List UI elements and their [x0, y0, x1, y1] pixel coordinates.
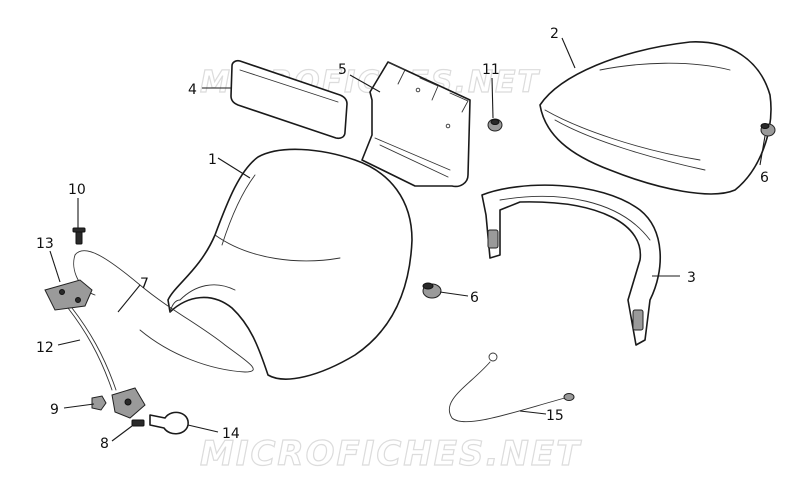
callout-4: 4	[188, 82, 197, 98]
lock-mechanism[interactable]	[44, 279, 93, 311]
passenger-seat[interactable]	[539, 41, 772, 195]
leader-lines	[49, 37, 766, 442]
nut-9[interactable]	[91, 395, 107, 411]
seat-cable[interactable]	[448, 352, 575, 423]
rubber-buffer-6-mid[interactable]	[422, 282, 442, 299]
callout-6a: 6	[760, 170, 769, 186]
callout-9: 9	[50, 402, 59, 418]
lock-cylinder[interactable]	[111, 387, 146, 419]
rubber-buffer-6-top[interactable]	[760, 123, 776, 137]
callout-3: 3	[687, 270, 696, 286]
callout-11: 11	[482, 62, 500, 78]
callout-2: 2	[550, 26, 559, 42]
callout-6b: 6	[470, 290, 479, 306]
rider-seat[interactable]	[167, 148, 413, 380]
backrest-pad[interactable]	[230, 59, 348, 140]
callout-7: 7	[140, 276, 149, 292]
lock-cable[interactable]	[67, 307, 117, 391]
watermark-bottom: MICROFICHES.NET	[200, 434, 582, 474]
callout-8: 8	[100, 436, 109, 452]
callout-5: 5	[338, 62, 347, 78]
screw-8[interactable]	[131, 419, 145, 427]
callout-1: 1	[208, 152, 217, 168]
callout-15: 15	[546, 408, 564, 424]
grab-rail[interactable]	[481, 184, 662, 346]
seat-bracket[interactable]	[361, 61, 471, 188]
release-cable[interactable]	[73, 250, 254, 373]
callout-10: 10	[68, 182, 86, 198]
key[interactable]	[149, 411, 189, 435]
rubber-buffer-11[interactable]	[487, 118, 503, 132]
callout-14: 14	[222, 426, 240, 442]
callout-12: 12	[36, 340, 54, 356]
callout-13: 13	[36, 236, 54, 252]
callouts: 1 2 3 4 5 6 6 7 8 9 10 11 12 13 14 15	[36, 26, 769, 452]
screw-10[interactable]	[72, 227, 86, 245]
